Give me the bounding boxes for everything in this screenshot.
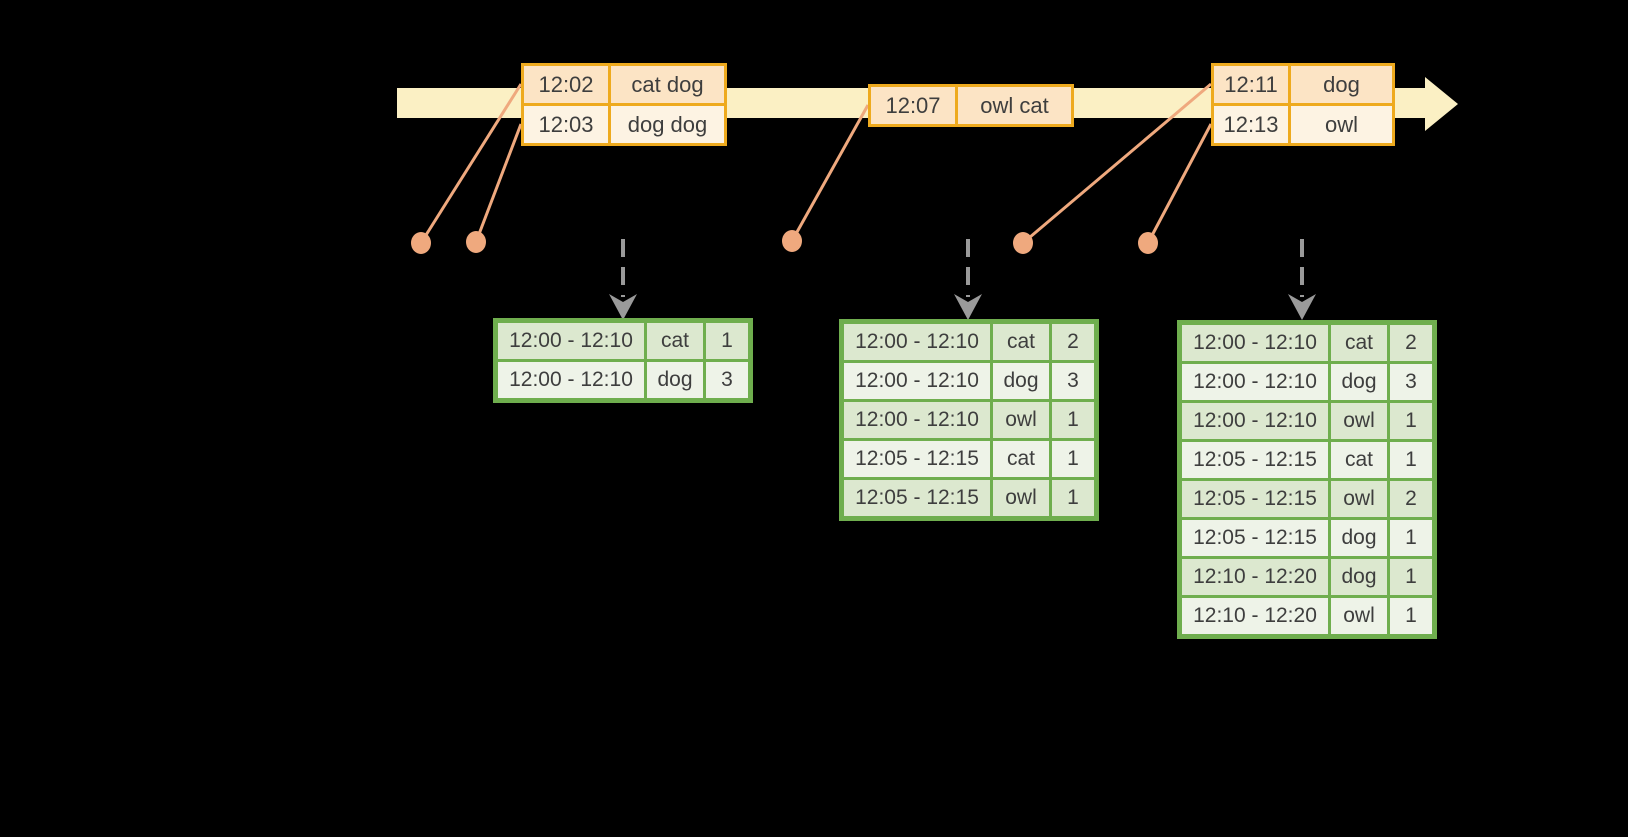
table-cell: 12:02 [524,66,608,103]
table-cell: 1 [1390,598,1432,634]
event-dot [782,230,802,252]
table-cell: 12:03 [524,106,608,143]
event-connector-line [790,104,870,242]
table-cell: 3 [1390,364,1432,400]
event-dot [1138,232,1158,254]
table-cell: 2 [1390,481,1432,517]
table-cell: dog [1331,559,1387,595]
table-cell: owl cat [958,87,1071,124]
table-cell: 12:00 - 12:10 [498,323,644,359]
table-cell: 3 [706,362,748,398]
table-cell: dog [1331,520,1387,556]
table-cell: 12:00 - 12:10 [1182,325,1328,361]
table-cell: 12:00 - 12:10 [844,402,990,438]
table-cell: 12:07 [871,87,955,124]
table-cell: owl [1331,481,1387,517]
trigger-arrowhead-icon [609,294,637,320]
table-cell: 12:00 - 12:10 [844,363,990,399]
event-dot [466,231,486,253]
table-cell: 12:00 - 12:10 [844,324,990,360]
table-cell: 12:05 - 12:15 [1182,520,1328,556]
table-cell: 12:11 [1214,66,1288,103]
table-cell: 1 [1052,441,1094,477]
event-connector-line [474,123,523,243]
table-cell: dog [993,363,1049,399]
trigger-arrowhead-icon [954,294,982,320]
table-cell: 12:00 - 12:10 [498,362,644,398]
event-connector-line [419,83,523,244]
event-connector-line [1022,82,1212,245]
table-cell: 12:05 - 12:15 [844,480,990,516]
table-cell: 12:00 - 12:10 [1182,403,1328,439]
trigger-arrowhead-icon [1288,294,1316,320]
table-cell: dog dog [611,106,724,143]
table-cell: 12:10 - 12:20 [1182,559,1328,595]
table-cell: cat [1331,325,1387,361]
table-cell: dog [1331,364,1387,400]
table-cell: 1 [1390,520,1432,556]
table-cell: 1 [1390,442,1432,478]
table-cell: owl [993,402,1049,438]
table-cell: 12:05 - 12:15 [1182,442,1328,478]
table-cell: 1 [1390,403,1432,439]
table-cell: 1 [1052,402,1094,438]
table-cell: owl [1331,403,1387,439]
table-cell: 12:05 - 12:15 [844,441,990,477]
table-cell: 12:13 [1214,106,1288,143]
event-dot [1013,232,1033,254]
table-cell: 12:00 - 12:10 [1182,364,1328,400]
table-cell: owl [1331,598,1387,634]
table-cell: 1 [1052,480,1094,516]
table-cell: cat [993,324,1049,360]
table-cell: cat [993,441,1049,477]
table-cell: 2 [1052,324,1094,360]
table-cell: cat [647,323,703,359]
table-cell: dog [1291,66,1392,103]
table-cell: 1 [706,323,748,359]
event-dot [411,232,431,254]
table-cell: 2 [1390,325,1432,361]
table-cell: cat [1331,442,1387,478]
table-cell: 12:05 - 12:15 [1182,481,1328,517]
table-cell: dog [647,362,703,398]
table-cell: owl [993,480,1049,516]
table-cell: 12:10 - 12:20 [1182,598,1328,634]
table-cell: owl [1291,106,1392,143]
timeline-arrowhead-icon [1425,77,1458,131]
table-cell: 3 [1052,363,1094,399]
event-connector-line [1146,123,1213,244]
table-cell: 1 [1390,559,1432,595]
table-cell: cat dog [611,66,724,103]
